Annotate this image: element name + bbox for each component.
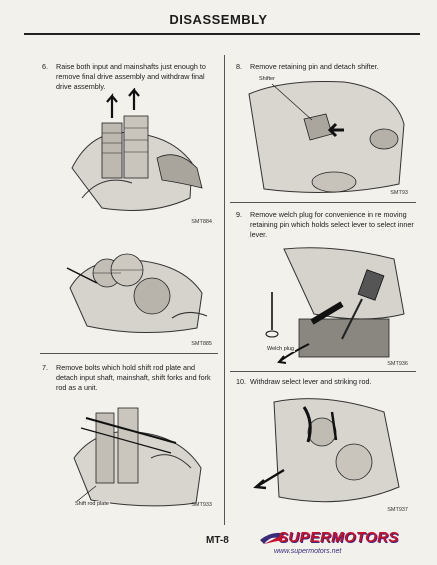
callout-label: Welch plug xyxy=(266,346,296,352)
callout-label: Shifter xyxy=(258,76,276,82)
column-divider xyxy=(224,55,225,525)
figure-code: SMT937 xyxy=(387,507,408,513)
figure-final-drive-installed: SMT885 xyxy=(62,238,212,347)
figure-welch-plug-removal: Welch plug SMT936 xyxy=(244,244,408,368)
watermark-url: www.supermotors.net xyxy=(274,548,342,555)
header-rule xyxy=(24,33,420,35)
step-text: Withdraw select lever and striking rod. xyxy=(250,377,372,386)
step-text: Remove welch plug for convenience in re … xyxy=(250,210,414,239)
figure-code: SMT884 xyxy=(191,219,212,225)
figure-code: SMT93 xyxy=(390,190,408,196)
section-divider xyxy=(230,202,416,203)
figure-select-lever-removal: SMT937 xyxy=(244,392,408,513)
section-divider xyxy=(40,353,218,354)
figure-code: SMT885 xyxy=(191,341,212,347)
figure-code: SMT936 xyxy=(387,361,408,367)
section-divider xyxy=(230,371,416,372)
watermark-brand: SUPERMOTORS xyxy=(278,529,399,546)
step-number: 8. xyxy=(236,62,242,71)
step-number: 7. xyxy=(42,363,48,372)
callout-label: Shift rod plate xyxy=(74,501,110,507)
page-title: DISASSEMBLY xyxy=(169,12,268,27)
step-text: Remove bolts which hold shift rod plate … xyxy=(56,363,211,392)
figure-shifter-removal: Shifter SMT93 xyxy=(244,74,408,198)
step-text: Raise both input and mainshafts just eno… xyxy=(56,62,206,91)
page-number: MT-8 xyxy=(206,535,229,546)
step-number: 10. xyxy=(236,377,246,386)
figure-code: SMT933 xyxy=(191,502,212,508)
figure-final-drive-removal: SMT884 xyxy=(62,88,212,225)
figure-shaft-unit-removal: Shift rod plate SMT933 xyxy=(66,398,212,510)
step-text: Remove retaining pin and detach shifter. xyxy=(250,62,379,71)
step-number: 6. xyxy=(42,62,48,71)
step-number: 9. xyxy=(236,210,242,219)
watermark-logo: SUPERMOTORS www.supermotors.net xyxy=(256,526,416,560)
